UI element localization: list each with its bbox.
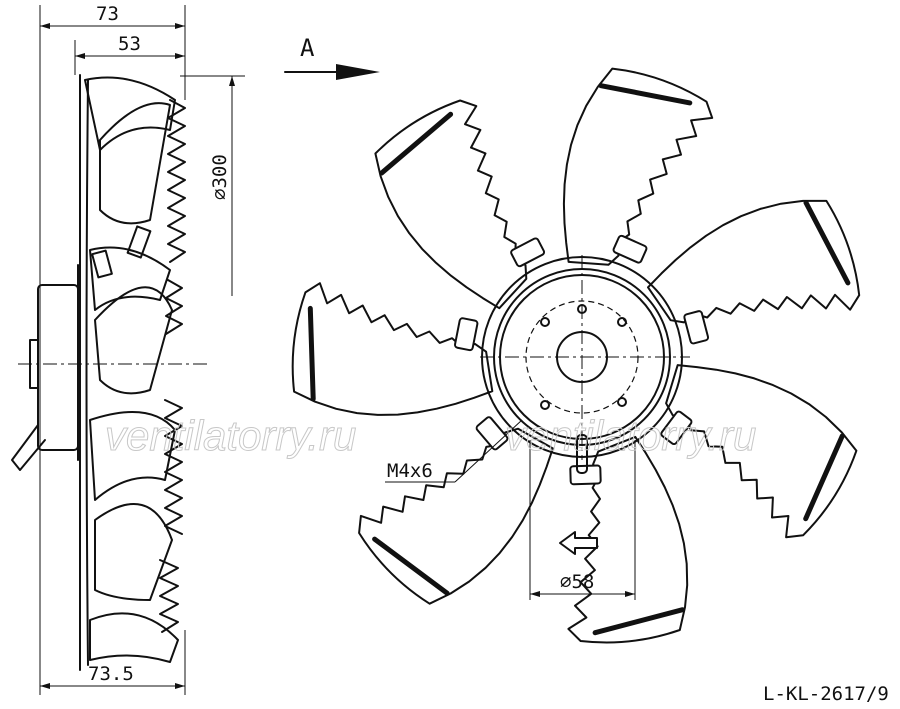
blade-tip-slot bbox=[598, 83, 693, 106]
view-direction: A bbox=[284, 34, 380, 80]
dim-hub-depth: 53 bbox=[118, 33, 141, 55]
blade-clip-tab bbox=[612, 234, 648, 264]
blade-tip-slot bbox=[372, 536, 450, 596]
watermark-right: ventilatorry.ru bbox=[505, 412, 756, 459]
view-label: A bbox=[300, 34, 315, 62]
dim-bore-diameter: ⌀58 bbox=[560, 571, 594, 593]
fan-blade bbox=[647, 199, 861, 324]
blade-tip-slot bbox=[803, 200, 851, 286]
drawing-code: L-KL-2617/9 bbox=[763, 683, 889, 705]
blade-tip-slot bbox=[379, 111, 454, 176]
blade-clip-tab bbox=[569, 464, 602, 486]
blade-tip-slot bbox=[803, 433, 845, 522]
fan-blade bbox=[665, 364, 858, 539]
fan-blade bbox=[374, 99, 528, 310]
blade-tip-slot bbox=[307, 305, 316, 402]
dim-overall-depth: 73 bbox=[96, 3, 119, 25]
blade-clip-tab bbox=[683, 310, 710, 345]
front-view: M4x6 ⌀58 bbox=[291, 67, 861, 644]
blade-set bbox=[291, 67, 861, 644]
blade-clip-tab bbox=[510, 237, 546, 268]
side-view: 73 53 73.5 ⌀300 bbox=[11, 3, 245, 695]
fan-blade bbox=[358, 427, 554, 605]
blade-clip-tab bbox=[454, 317, 479, 352]
dim-base-depth: 73.5 bbox=[88, 663, 134, 685]
fan-blade bbox=[291, 282, 494, 416]
fan-blade bbox=[562, 67, 714, 266]
arrow-left-icon bbox=[559, 531, 598, 555]
blade-tip-slot bbox=[592, 607, 686, 636]
blade-clip-tab bbox=[660, 410, 693, 445]
dim-diameter: ⌀300 bbox=[209, 154, 231, 200]
thread-callout: M4x6 bbox=[387, 460, 433, 482]
watermark-left: ventilatorry.ru bbox=[105, 412, 356, 459]
fan-blade bbox=[567, 435, 689, 644]
arrow-right-icon bbox=[284, 64, 380, 80]
